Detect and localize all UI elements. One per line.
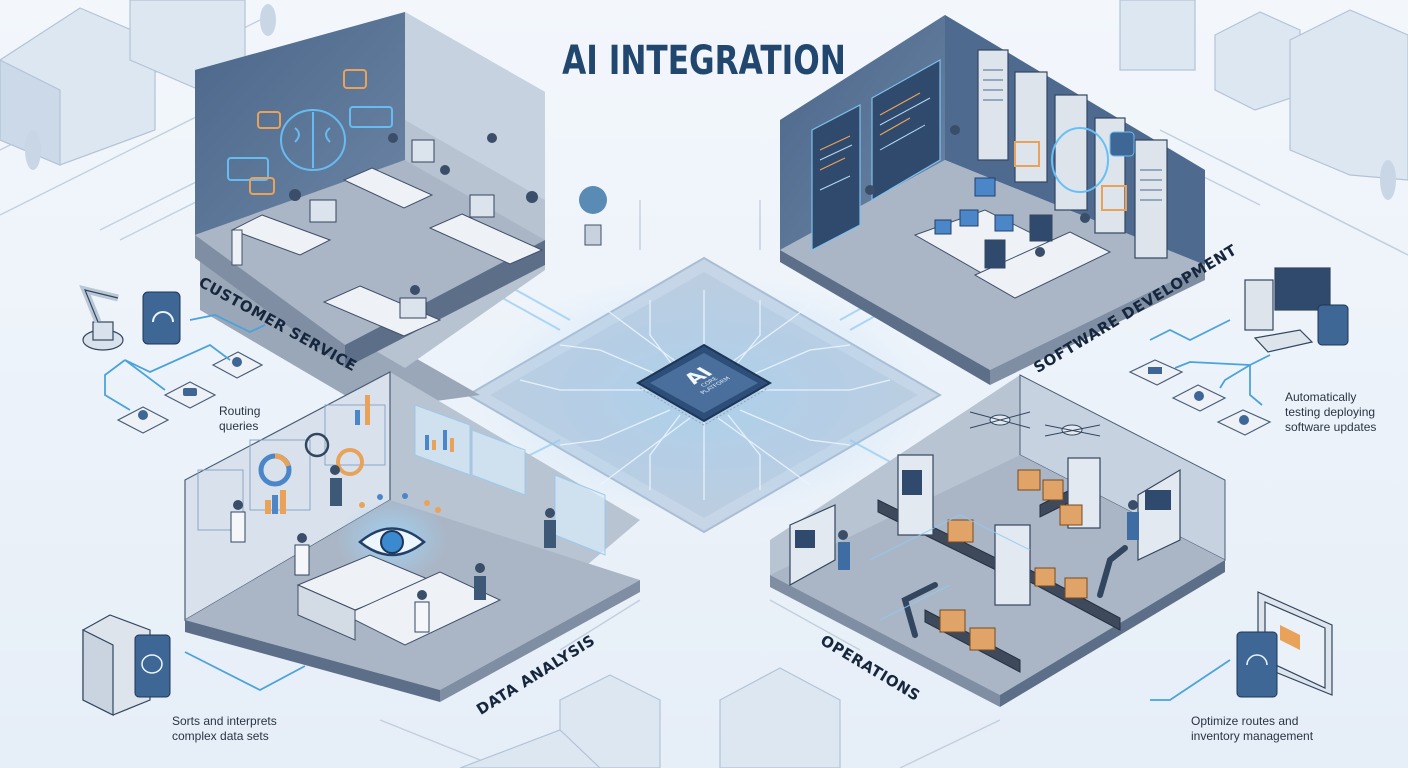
- computer-icon: [1244, 267, 1331, 353]
- caption-line: Automatically: [1285, 390, 1357, 404]
- caption-customer-service: Routing queries: [219, 404, 260, 434]
- caption-line: testing deploying: [1285, 405, 1376, 419]
- room-operations: [770, 374, 1226, 707]
- caption-line: queries: [219, 419, 259, 433]
- chip-icon: [1317, 304, 1349, 346]
- caption-line: Sorts and interprets: [172, 714, 277, 728]
- caption-line: complex data sets: [172, 729, 269, 743]
- gauge-icon: [1236, 631, 1278, 698]
- connector-arrow: [184, 651, 306, 692]
- caption-line: Optimize routes and: [1191, 714, 1299, 728]
- callout-data-analysis-graphics: [82, 614, 306, 716]
- robot-arm-icon: [79, 284, 124, 351]
- callout-software-dev-graphics: [1128, 267, 1349, 436]
- page-title: AI INTEGRATION: [562, 38, 846, 84]
- room-customer-service: [195, 12, 607, 410]
- callout-operations-graphics: [1150, 591, 1333, 701]
- caption-data-analysis: Sorts and interprets complex data sets: [172, 714, 277, 744]
- trees: [25, 4, 1396, 200]
- caption-line: inventory management: [1191, 729, 1314, 743]
- room-data-analysis: [184, 371, 640, 702]
- ai-core-platform: [466, 256, 942, 534]
- caption-line: software updates: [1285, 420, 1377, 434]
- caption-operations: Optimize routes and inventory management: [1191, 714, 1313, 744]
- server-icon: [82, 614, 151, 716]
- caption-line: Routing: [219, 404, 261, 418]
- connector-arrow: [1150, 659, 1231, 701]
- caption-software-development: Automatically testing deploying software…: [1285, 390, 1376, 435]
- callout-customer-service-graphics: [79, 284, 266, 434]
- brain-icon: [134, 634, 171, 698]
- headset-icon: [142, 291, 181, 345]
- room-software-development: [780, 15, 1205, 385]
